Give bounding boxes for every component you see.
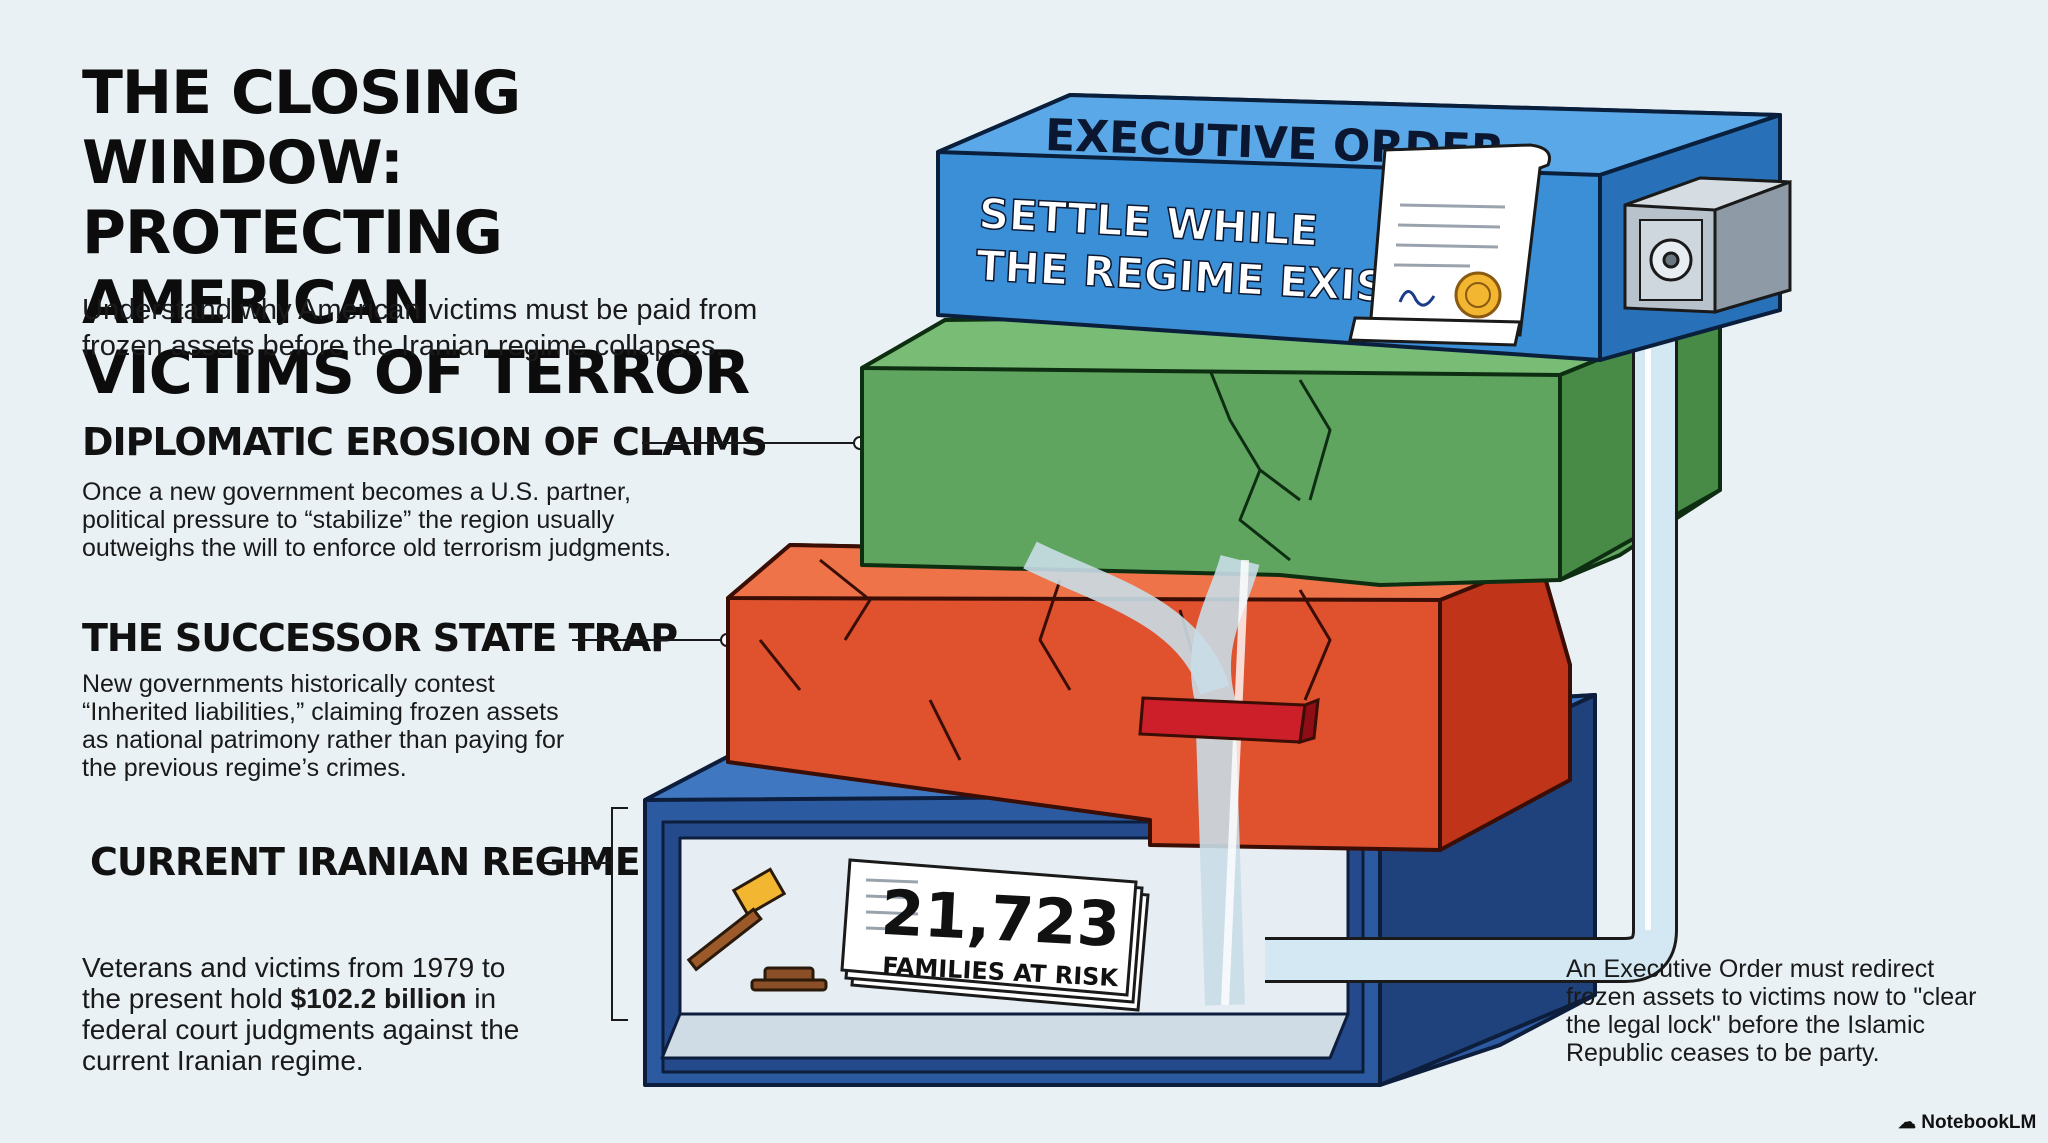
judgment-amount: $102.2 billion bbox=[290, 983, 467, 1014]
families-document-stack bbox=[840, 858, 1150, 1012]
legal-lock-band bbox=[1138, 696, 1320, 745]
page-title: THE CLOSING WINDOW: PROTECTING AMERICAN … bbox=[82, 58, 802, 408]
title-line-3: VICTIMS OF TERROR bbox=[82, 338, 750, 408]
brand-name: NotebookLM bbox=[1921, 1112, 2037, 1133]
page-subtitle: Understand why American victims must be … bbox=[82, 294, 758, 362]
families-count: 21,723 bbox=[879, 876, 1122, 961]
right-note: An Executive Order must redirect frozen … bbox=[1566, 955, 1977, 1067]
gavel-icon bbox=[686, 867, 828, 992]
asset-stream bbox=[1023, 541, 1260, 1006]
doc-lines bbox=[865, 878, 919, 932]
current-body-pre: Veterans and victims from 1979 to the pr… bbox=[82, 952, 506, 1014]
current-body-post: in federal court judgments against the c… bbox=[82, 983, 520, 1076]
asset-pipe bbox=[1265, 300, 1678, 983]
title-line-2: PROTECTING AMERICAN bbox=[82, 198, 503, 338]
brand-logo: ☁ NotebookLM bbox=[1898, 1112, 2036, 1134]
diplomatic-body: Once a new government becomes a U.S. par… bbox=[82, 478, 672, 562]
successor-body: New governments historically contest “In… bbox=[82, 670, 565, 782]
successor-heading: THE SUCCESSOR STATE TRAP bbox=[82, 616, 678, 660]
notebooklm-icon: ☁ bbox=[1898, 1112, 1916, 1132]
current-bracket bbox=[611, 807, 628, 1021]
executive-order-scroll-icon bbox=[1348, 143, 1551, 347]
current-regime-body: Veterans and victims from 1979 to the pr… bbox=[82, 952, 552, 1076]
safe-icon bbox=[1623, 176, 1792, 315]
title-line-1: THE CLOSING WINDOW: bbox=[82, 58, 521, 198]
